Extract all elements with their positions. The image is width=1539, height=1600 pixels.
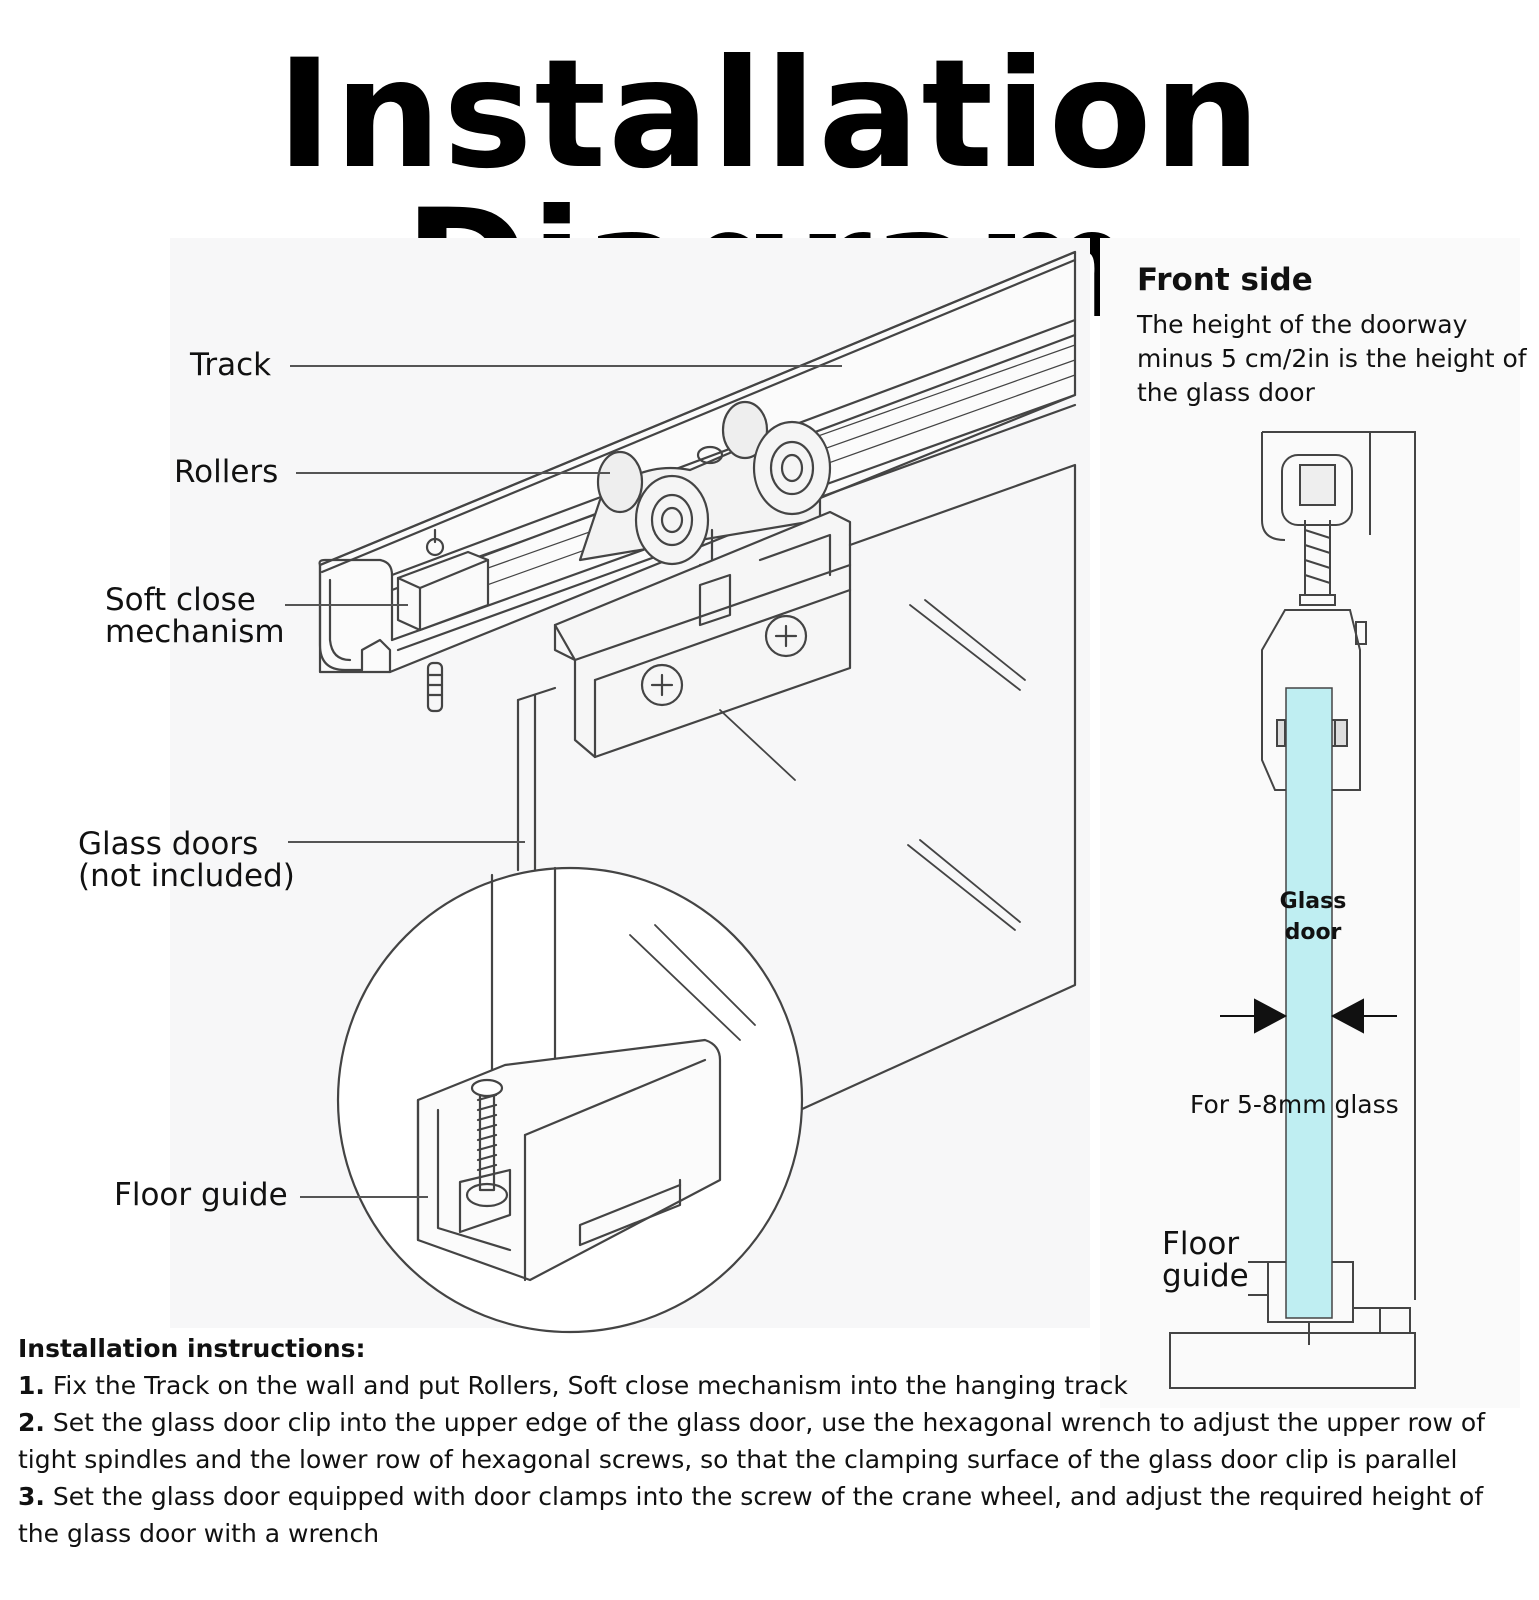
step-text: Set the glass door equipped with door cl… bbox=[18, 1482, 1484, 1548]
leader-lines bbox=[285, 365, 842, 1198]
floor-guide-label: Floor guide bbox=[114, 1177, 288, 1213]
installation-instructions: Installation instructions: 1. Fix the Tr… bbox=[18, 1330, 1518, 1552]
rollers-drawing bbox=[578, 400, 832, 587]
step-number: 2. bbox=[18, 1408, 45, 1437]
glass-door-drawing bbox=[516, 463, 1077, 1112]
instruction-step-1: 1. Fix the Track on the wall and put Rol… bbox=[18, 1367, 1518, 1404]
instruction-step-2: 2. Set the glass door clip into the uppe… bbox=[18, 1404, 1518, 1478]
glass-door-section bbox=[1285, 687, 1333, 1319]
door-clip-drawing bbox=[553, 510, 852, 759]
wall-outline bbox=[1262, 431, 1416, 1300]
track-label: Track bbox=[190, 347, 272, 383]
thickness-arrows bbox=[1220, 998, 1397, 1034]
front-side-heading: Front side bbox=[1137, 262, 1313, 298]
step-text: Fix the Track on the wall and put Roller… bbox=[44, 1371, 1128, 1400]
soft-close-label: Soft close mechanism bbox=[105, 582, 285, 650]
instructions-heading: Installation instructions: bbox=[18, 1334, 366, 1363]
step-number: 3. bbox=[18, 1482, 45, 1511]
glass-doors-label: Glass doors (not included) bbox=[78, 826, 295, 894]
instruction-step-3: 3. Set the glass door equipped with door… bbox=[18, 1478, 1518, 1552]
front-side-floor-guide-label: Floor guide bbox=[1162, 1226, 1249, 1294]
glass-thickness-spec: For 5-8mm glass bbox=[1190, 1090, 1399, 1119]
step-number: 1. bbox=[18, 1371, 45, 1400]
floor-guide-detail-drawing bbox=[336, 866, 804, 1334]
rollers-label: Rollers bbox=[174, 454, 279, 490]
soft-close-drawing bbox=[396, 528, 490, 713]
glass-door-label: Glass door bbox=[1279, 889, 1347, 945]
front-side-note: The height of the doorway minus 5 cm/2in… bbox=[1137, 310, 1527, 407]
step-text: Set the glass door clip into the upper e… bbox=[18, 1408, 1486, 1474]
